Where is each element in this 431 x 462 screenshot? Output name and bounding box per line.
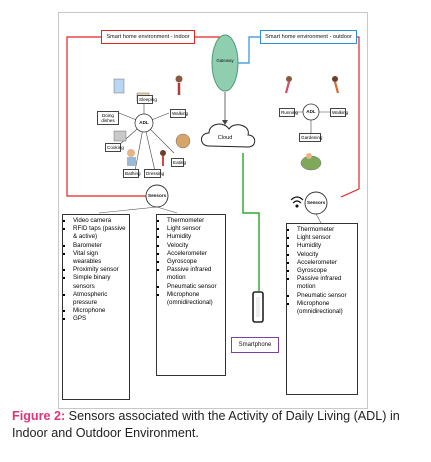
sensor-item: Pneumatic sensor [297, 292, 354, 300]
indoor-sensors-label: Sensors [148, 193, 167, 198]
activity-dressing: Dressing [144, 169, 164, 179]
sensor-item: Accelerometer [297, 259, 354, 267]
indoor-to-sensors-line [66, 36, 137, 197]
sensor-item: Proximity sensor [73, 266, 126, 274]
caption-label: Figure 2: [12, 409, 66, 423]
cloud-icon [201, 123, 256, 148]
sensor-item: Light sensor [297, 234, 354, 242]
sensor-item: Light sensor [167, 225, 222, 233]
activity-eating: Eating [171, 158, 186, 168]
activity-walking-indoor: Walking [170, 109, 188, 119]
figure-caption: Figure 2: Sensors associated with the Ac… [12, 408, 424, 443]
sensor-item: Barometer [73, 242, 126, 250]
sensor-item: Thermometer [297, 226, 354, 234]
indoor-sensor-list-1: Video camera RFID taps (passive & active… [62, 214, 130, 400]
sensor-item: Velocity [167, 242, 222, 250]
gateway-label: Gateway [216, 58, 234, 63]
adl-outdoor-node [302, 103, 320, 121]
sensor-item: Thermometer [167, 217, 222, 225]
outdoor-sensors-label: Sensors [307, 200, 326, 205]
outdoor-activity-figures [284, 76, 340, 171]
outdoor-to-sensors-line [355, 36, 360, 189]
figure-panel: Smart home environment - indoor Smart ho… [58, 12, 368, 409]
activity-bathing: Bathing [123, 169, 141, 179]
sensor-item: Video camera [73, 217, 126, 225]
sensor-item: Accelerometer [167, 250, 222, 258]
sensor-item: Microphone [73, 307, 126, 315]
sensor-item: Microphone (omnidirectional) [167, 291, 222, 307]
wifi-icon [290, 196, 304, 208]
cloud-label: Cloud [217, 135, 233, 141]
cloud-to-smartphone-line [242, 153, 260, 291]
sensor-item: Passive infrared motion [297, 275, 354, 291]
adl-outdoor-label: ADL [306, 109, 316, 114]
sensor-item: Vital sign wearables [73, 250, 126, 266]
caption-text: Sensors associated with the Activity of … [12, 409, 400, 441]
sensor-item: Microphone (omnidirectional) [297, 300, 354, 316]
indoor-title-box: Smart home environment - indoor [101, 30, 195, 44]
activity-gardening: Gardening [299, 133, 322, 143]
sensor-item: Gyroscope [297, 267, 354, 275]
sensor-item: GPS [73, 315, 126, 323]
adl-indoor-label: ADL [139, 120, 149, 125]
activity-running: Running [279, 108, 298, 118]
gateway-node [211, 34, 239, 92]
activity-walking-outdoor: Walking [330, 108, 348, 118]
sensor-item: Humidity [167, 233, 222, 241]
sensor-item: Velocity [297, 251, 354, 259]
indoor-title: Smart home environment - indoor [106, 34, 190, 40]
outdoor-sensor-list: Thermometer Light sensor Humidity Veloci… [286, 223, 358, 395]
sensor-item: Passive infrared motion [167, 266, 222, 282]
sensor-item: Simple binary sensors [73, 274, 126, 290]
indoor-sensor-list-2: Thermometer Light sensor Humidity Veloci… [156, 214, 226, 376]
smartphone-box: Smartphone [231, 337, 279, 353]
sensor-item: Gyroscope [167, 258, 222, 266]
adl-indoor-node [134, 113, 154, 133]
sensor-item: Pneumatic sensor [167, 283, 222, 291]
sensor-item: Humidity [297, 242, 354, 250]
smartphone-label: Smartphone [238, 342, 272, 348]
sensor-item: RFID taps (passive & active) [73, 225, 126, 241]
connector-lines [66, 34, 360, 323]
outdoor-title: Smart home environment - outdoor [265, 34, 352, 40]
outdoor-title-box: Smart home environment - outdoor [260, 30, 357, 44]
activity-sleeping: Sleeping [137, 95, 157, 105]
gateway-to-outdoor-line [231, 36, 260, 64]
sensor-item: Atmospheric pressure [73, 291, 126, 307]
activity-cooking: Cooking [105, 143, 124, 153]
activity-doing-dishes: Doing dishes [97, 111, 119, 126]
